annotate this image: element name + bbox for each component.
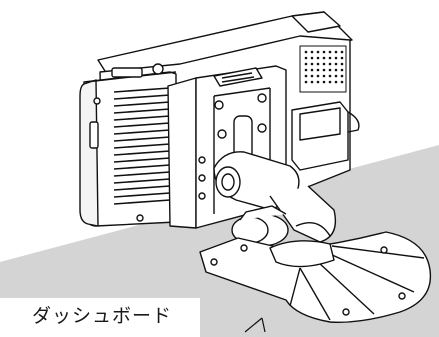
side-holder: [291, 101, 360, 171]
dashboard-label: ダッシュボード: [32, 305, 173, 327]
mount-arm: [213, 151, 337, 243]
suction-base: [199, 231, 432, 323]
vent-slats: [113, 87, 171, 205]
label-leader-tip: [244, 317, 263, 333]
label-leader-line: [261, 317, 266, 333]
speaker-grille: [299, 45, 347, 93]
adjust-knob: [231, 205, 289, 247]
speaker-holes: [304, 50, 344, 84]
label-background: [0, 298, 200, 337]
